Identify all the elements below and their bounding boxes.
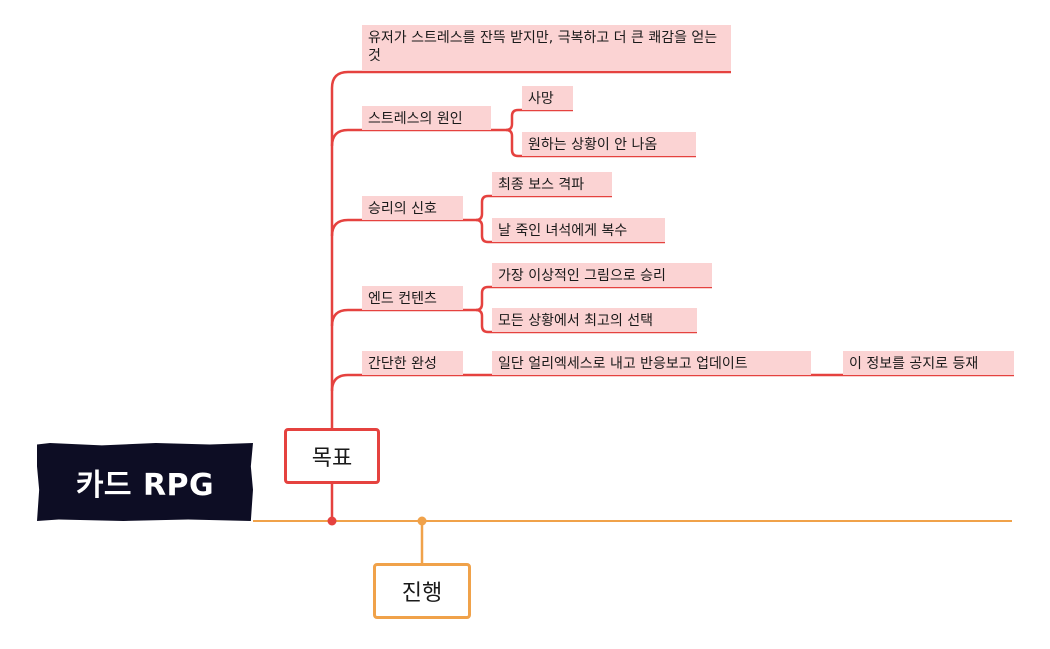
victory-child-label: 최종 보스 격파 <box>498 177 585 193</box>
goal-tag-label: 목표 <box>311 446 353 471</box>
progress-tag-label: 진행 <box>401 581 443 606</box>
victory-child-link <box>475 218 492 244</box>
progress-dot <box>417 516 427 526</box>
endgame-child-ideal[interactable]: 가장 이상적인 그림으로 승리 <box>492 263 712 287</box>
branch-victory-link <box>330 218 362 237</box>
branch-stress-link <box>330 128 362 147</box>
progress-tag[interactable]: 진행 <box>373 563 471 619</box>
branch-victory-label: 승리의 신호 <box>368 201 437 217</box>
branch-endgame-link <box>330 308 362 327</box>
stress-child-death[interactable]: 사망 <box>522 86 573 110</box>
stress-child-bad-situation[interactable]: 원하는 상황이 안 나옴 <box>522 132 696 156</box>
victory-child-link <box>463 194 492 222</box>
endgame-child-label: 모든 상황에서 최고의 선택 <box>498 313 654 329</box>
victory-child-label: 날 죽인 녀석에게 복수 <box>498 223 628 239</box>
simple-child-early-access[interactable]: 일단 얼리엑세스로 내고 반응보고 업데이트 <box>492 351 811 375</box>
endgame-child-link <box>475 308 492 334</box>
definition-node[interactable]: 유저가 스트레스를 잔뜩 받지만, 극복하고 더 큰 쾌감을 얻는 것 <box>362 25 731 71</box>
branch-stress-label: 스트레스의 원인 <box>368 111 463 127</box>
branch-simple-link <box>330 373 362 392</box>
definition-text: 유저가 스트레스를 잔뜩 받지만, 극복하고 더 큰 쾌감을 얻는 것 <box>368 30 718 64</box>
goal-tag[interactable]: 목표 <box>284 428 380 484</box>
stress-child-link <box>491 108 522 132</box>
branch-simple[interactable]: 간단한 완성 <box>362 351 463 375</box>
victory-child-revenge[interactable]: 날 죽인 녀석에게 복수 <box>492 218 665 242</box>
simple-detail-notice[interactable]: 이 정보를 공지로 등재 <box>843 351 1014 375</box>
root-node[interactable]: 카드 RPG <box>37 443 253 521</box>
simple-child-label: 일단 얼리엑세스로 내고 반응보고 업데이트 <box>498 356 748 372</box>
endgame-child-label: 가장 이상적인 그림으로 승리 <box>498 268 666 284</box>
victory-child-boss[interactable]: 최종 보스 격파 <box>492 172 612 196</box>
endgame-child-link <box>463 285 492 312</box>
stress-child-label: 사망 <box>528 91 554 107</box>
branch-stress[interactable]: 스트레스의 원인 <box>362 106 491 130</box>
trunk-line <box>330 70 362 428</box>
stress-child-link <box>505 128 522 158</box>
root-title: 카드 RPG <box>75 468 215 503</box>
branch-endgame-label: 엔드 컨텐츠 <box>368 291 437 307</box>
branch-victory[interactable]: 승리의 신호 <box>362 196 463 220</box>
branch-endgame[interactable]: 엔드 컨텐츠 <box>362 286 463 310</box>
goal-dot <box>327 516 337 526</box>
stress-child-label: 원하는 상황이 안 나옴 <box>528 137 658 153</box>
simple-detail-label: 이 정보를 공지로 등재 <box>849 356 979 372</box>
endgame-child-best-choice[interactable]: 모든 상황에서 최고의 선택 <box>492 308 697 332</box>
branch-simple-label: 간단한 완성 <box>368 356 437 372</box>
